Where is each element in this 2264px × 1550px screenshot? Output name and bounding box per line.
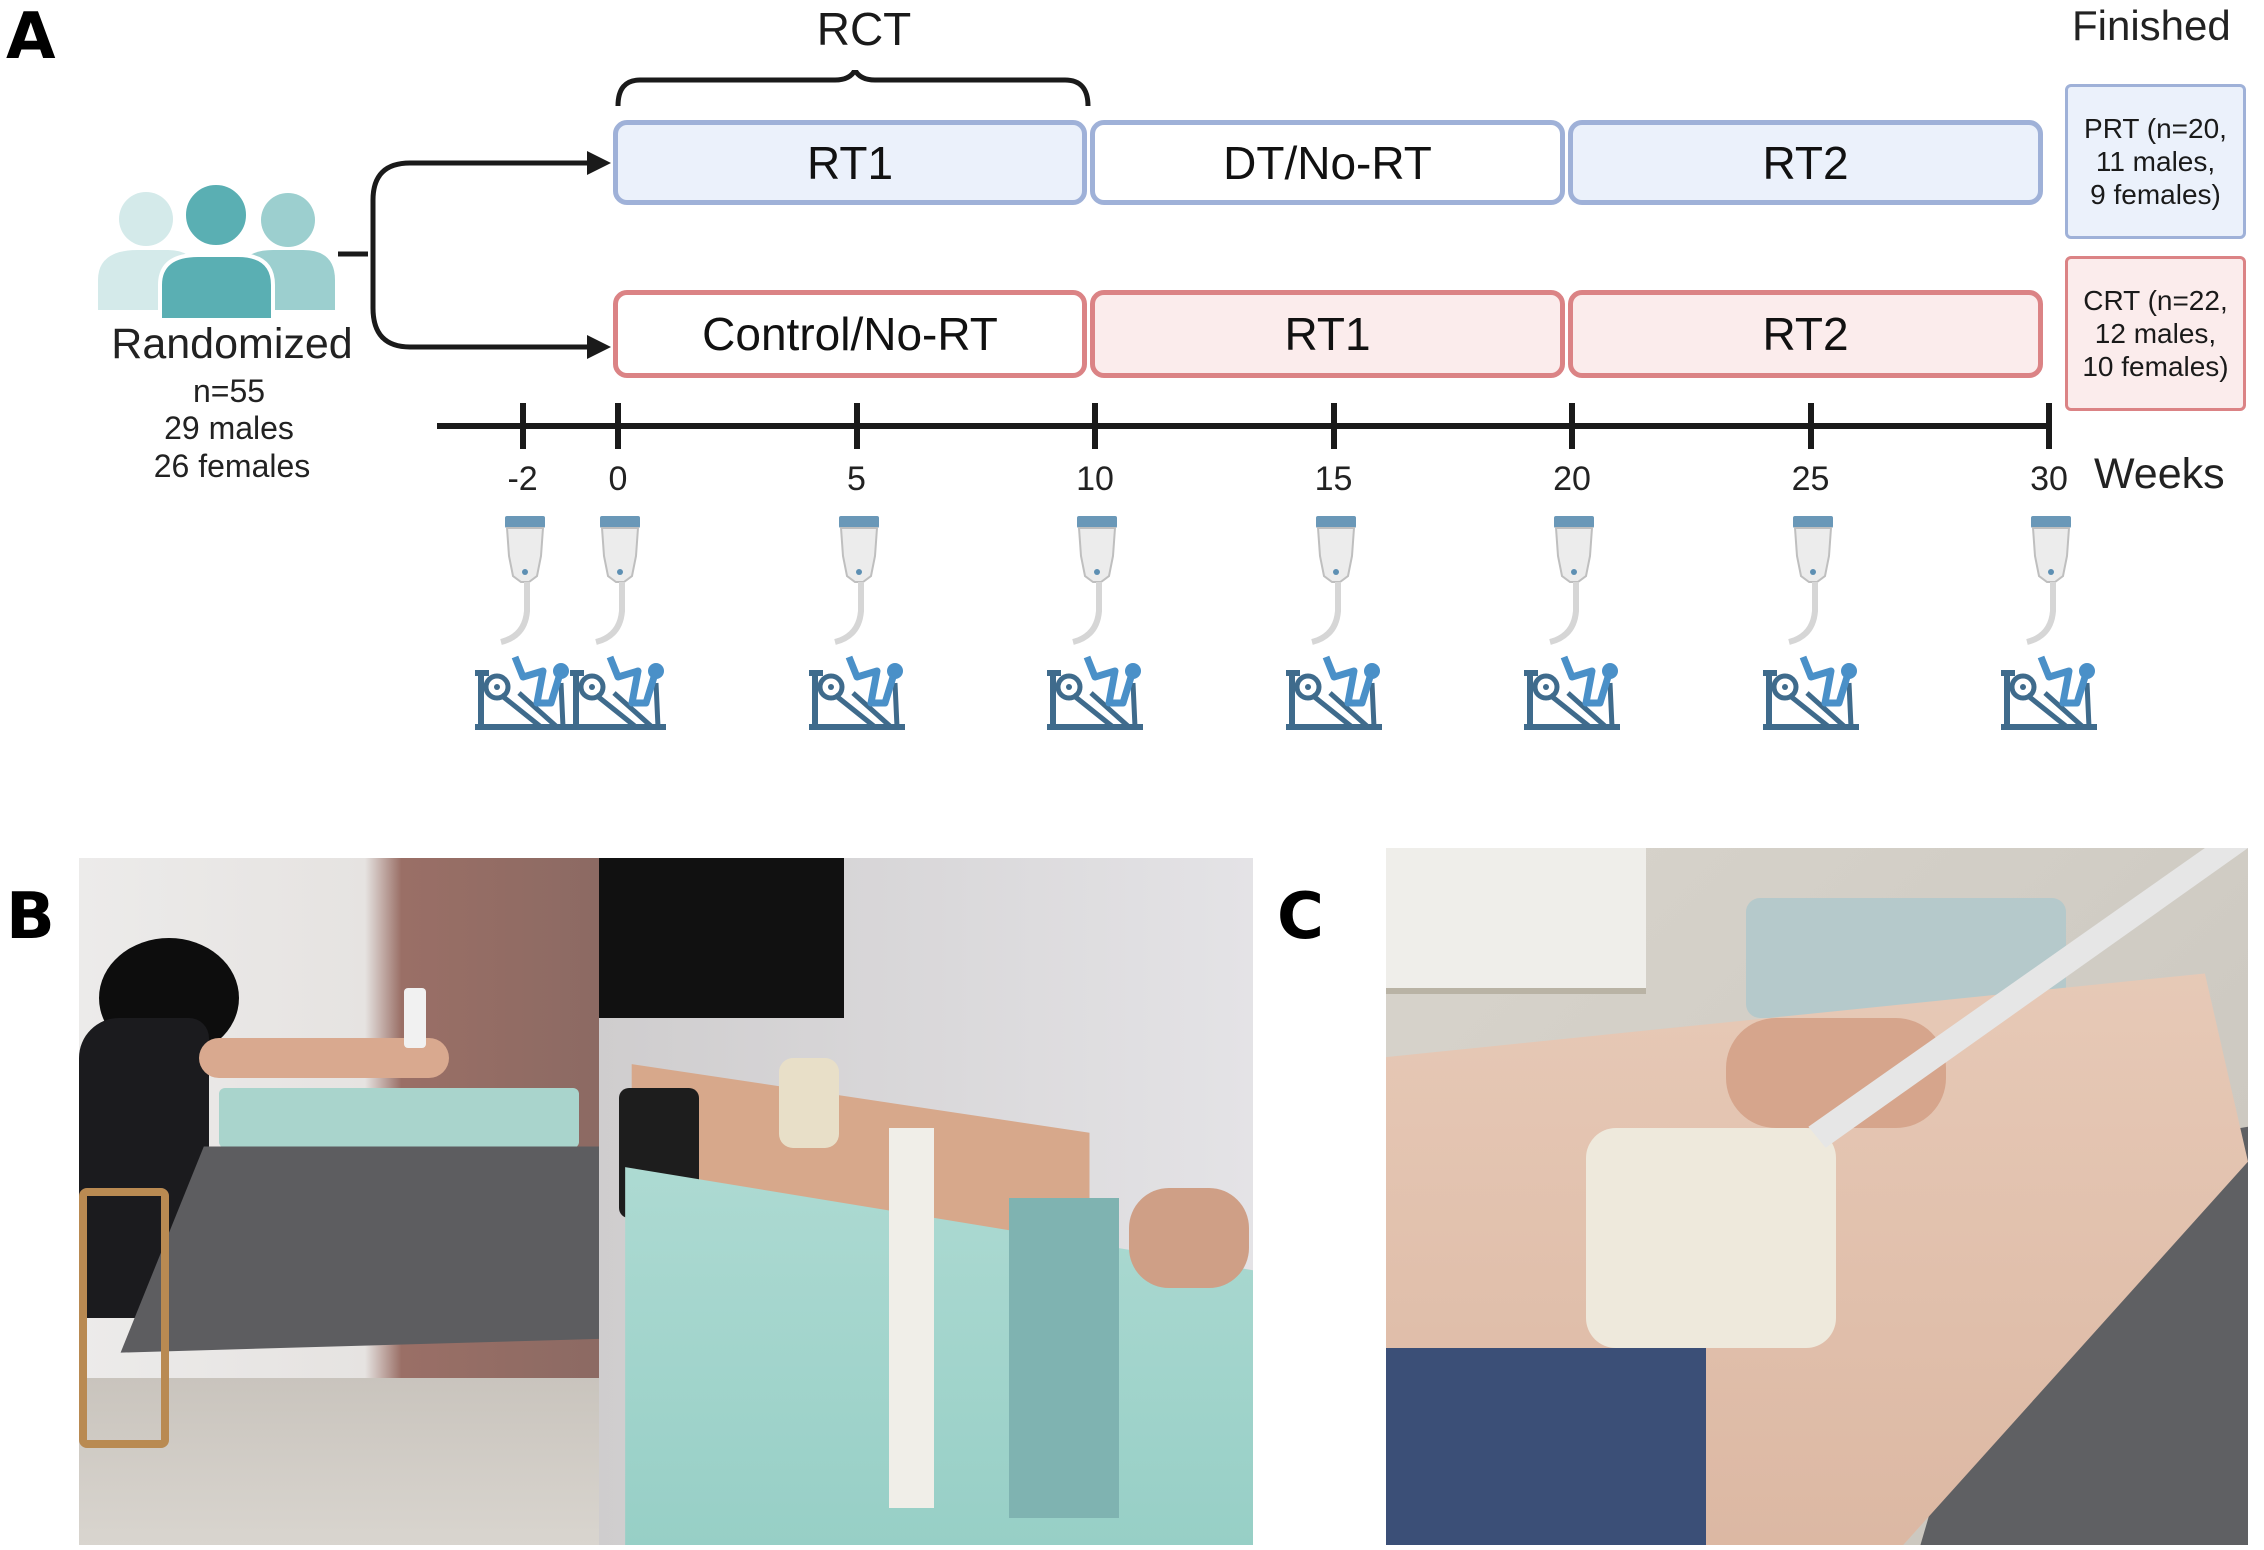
crt-outcome-line: CRT (n=22, (2083, 285, 2228, 316)
rct-label: RCT (816, 3, 912, 55)
panel-c-label: C (1277, 880, 1324, 954)
randomized-males: 29 males (164, 410, 294, 446)
timeline-tick (2046, 403, 2052, 449)
timeline-tick-label: 5 (847, 460, 866, 498)
timeline-tick-label: 30 (2030, 460, 2068, 498)
randomized-n: n=55 (192, 373, 266, 409)
ultrasound-probe-icon (1785, 516, 1841, 651)
leg-press-icon (1997, 653, 2103, 736)
randomization-arrows (338, 151, 611, 359)
leg-press-icon (1759, 653, 1865, 736)
leg-press-icon (1520, 653, 1626, 736)
leg-press-icon (1282, 653, 1388, 736)
crt-outcome-box: CRT (n=22, 12 males, 10 females) (2065, 256, 2246, 411)
timeline-tick (1330, 403, 1337, 449)
people-group-icon (98, 185, 335, 320)
prt-outcome-line: 11 males, (2095, 146, 2216, 177)
timeline-tick (1569, 403, 1575, 449)
crt-phase-rt2: RT2 (1568, 290, 2043, 378)
ultrasound-probe (1586, 1128, 1836, 1348)
prt-outcome-line: 9 females) (2090, 179, 2221, 210)
ultrasound-probe-icon (2023, 516, 2079, 651)
timeline-tick-label: 10 (1076, 460, 1114, 498)
ultrasound-probe-icon (1546, 516, 1602, 651)
randomized-title: Randomized (111, 320, 353, 368)
ultrasound-probe-icon (831, 516, 887, 651)
timeline-tick (615, 403, 621, 449)
finished-label: Finished (2072, 2, 2231, 49)
randomized-females: 26 females (153, 448, 311, 484)
prt-phase-rt2: RT2 (1568, 120, 2043, 205)
ultrasound-probe-icon (1308, 516, 1364, 651)
rct-brace (615, 70, 1091, 107)
leg-press-icon (1043, 653, 1149, 736)
panel-a-label: A (6, 0, 56, 74)
prt-outcome-box: PRT (n=20, 11 males, 9 females) (2065, 84, 2246, 239)
timeline-tick (1807, 403, 1814, 449)
leg-press-icon (471, 653, 577, 736)
weeks-unit-label: Weeks (2094, 450, 2225, 498)
panel-b-label: B (6, 880, 55, 954)
timeline-tick-label: -2 (507, 460, 538, 498)
ultrasound-probe-icon (592, 516, 648, 651)
timeline-tick-label: 25 (1791, 460, 1830, 498)
photo-arm-setup-side (79, 858, 599, 1545)
crt-outcome-line: 10 females) (2082, 351, 2229, 382)
timeline-tick-label: 15 (1314, 460, 1353, 498)
ultrasound-probe-icon (497, 516, 553, 651)
prt-phase-rt1: RT1 (613, 120, 1087, 205)
ultrasound-probe-icon (1069, 516, 1125, 651)
timeline-tick (853, 403, 860, 449)
leg-press-icon (805, 653, 911, 736)
timeline-tick-label: 20 (1553, 460, 1591, 498)
timeline-tick (519, 403, 526, 449)
timeline-axis (437, 423, 2051, 429)
photo-arm-ultrasound-close (599, 858, 1253, 1545)
photo-thigh-ultrasound (1386, 848, 2248, 1545)
prt-phase-dt-no-rt: DT/No-RT (1090, 120, 1565, 205)
timeline-tick (1092, 403, 1098, 449)
timeline-tick-label: 0 (608, 460, 628, 498)
leg-press-icon (566, 653, 672, 736)
crt-phase-control: Control/No-RT (613, 290, 1087, 378)
ultrasound-probe (779, 1058, 839, 1148)
prt-outcome-line: PRT (n=20, (2084, 113, 2227, 144)
crt-outcome-line: 12 males, (2094, 318, 2217, 349)
crt-phase-rt1: RT1 (1090, 290, 1565, 378)
